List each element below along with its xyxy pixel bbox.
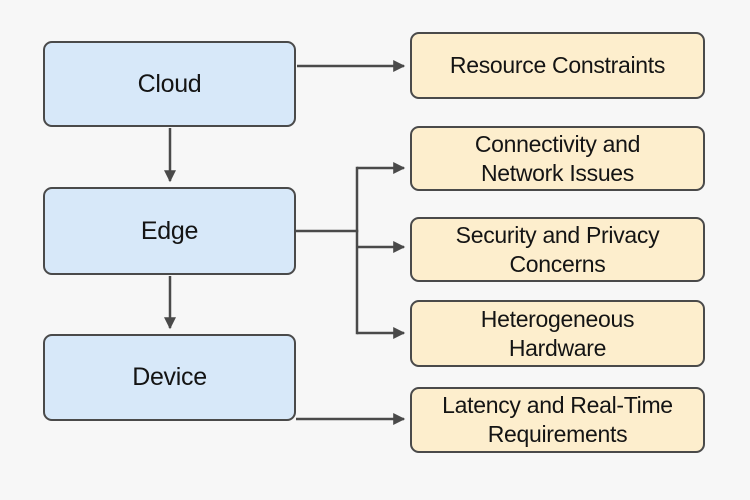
- node-device: Device: [43, 334, 296, 421]
- node-security-privacy-concerns: Security and Privacy Concerns: [410, 217, 705, 282]
- node-heterogeneous-hardware-label: Heterogeneous Hardware: [480, 305, 635, 361]
- node-heterogeneous-hardware: Heterogeneous Hardware: [410, 300, 705, 367]
- node-security-privacy-concerns-label: Security and Privacy Concerns: [455, 221, 660, 277]
- node-cloud-label: Cloud: [137, 69, 202, 98]
- node-device-label: Device: [132, 363, 207, 391]
- node-resource-constraints-label: Resource Constraints: [449, 52, 666, 78]
- node-latency-realtime-requirements: Latency and Real-Time Requirements: [410, 387, 705, 453]
- node-connectivity-network-issues-label: Connectivity and Network Issues: [474, 130, 641, 186]
- node-resource-constraints: Resource Constraints: [410, 32, 705, 99]
- node-edge-label: Edge: [140, 216, 199, 245]
- node-connectivity-network-issues: Connectivity and Network Issues: [410, 126, 705, 191]
- node-edge: Edge: [43, 187, 296, 275]
- node-latency-realtime-requirements-label: Latency and Real-Time Requirements: [442, 392, 673, 447]
- node-cloud: Cloud: [43, 41, 296, 127]
